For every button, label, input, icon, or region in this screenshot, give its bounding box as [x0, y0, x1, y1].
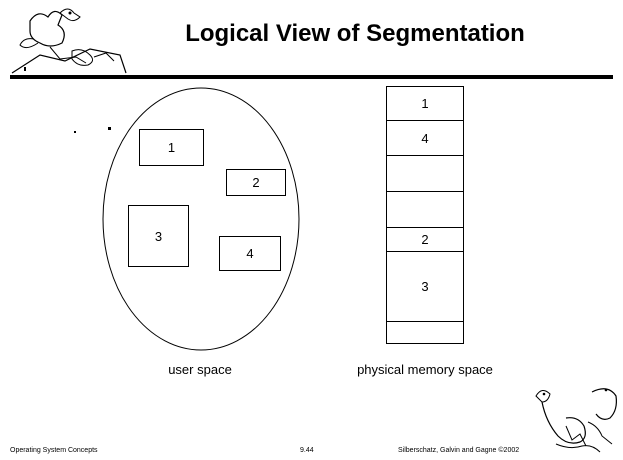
memory-block-free: [387, 155, 463, 191]
title-divider: [10, 75, 613, 79]
stray-dot: [108, 127, 111, 130]
memory-block-free: [387, 191, 463, 227]
memory-block-free: [387, 321, 463, 343]
footer-left: Operating System Concepts: [10, 447, 98, 454]
segment-1: 1: [139, 129, 204, 166]
segment-3: 3: [128, 205, 189, 267]
footer-page-number: 9.44: [300, 447, 314, 454]
segment-2: 2: [226, 169, 286, 196]
page-title: Logical View of Segmentation: [185, 20, 525, 47]
physical-memory-label: physical memory space: [357, 362, 493, 377]
stray-dot: [74, 131, 76, 133]
user-space-ellipse: [102, 87, 300, 351]
segment-4: 4: [219, 236, 281, 271]
dinosaur-illustration-icon: [535, 388, 617, 453]
physical-memory: 1 4 2 3: [386, 86, 464, 344]
memory-block-2: 2: [387, 227, 463, 251]
memory-block-1: 1: [421, 96, 429, 111]
user-space-label: user space: [168, 362, 232, 377]
footer-right: Silberschatz, Galvin and Gagne ©2002: [398, 447, 520, 454]
memory-block-3: 3: [387, 251, 463, 321]
memory-block-4: 4: [387, 120, 463, 155]
dinosaur-illustration-icon: [11, 8, 127, 74]
